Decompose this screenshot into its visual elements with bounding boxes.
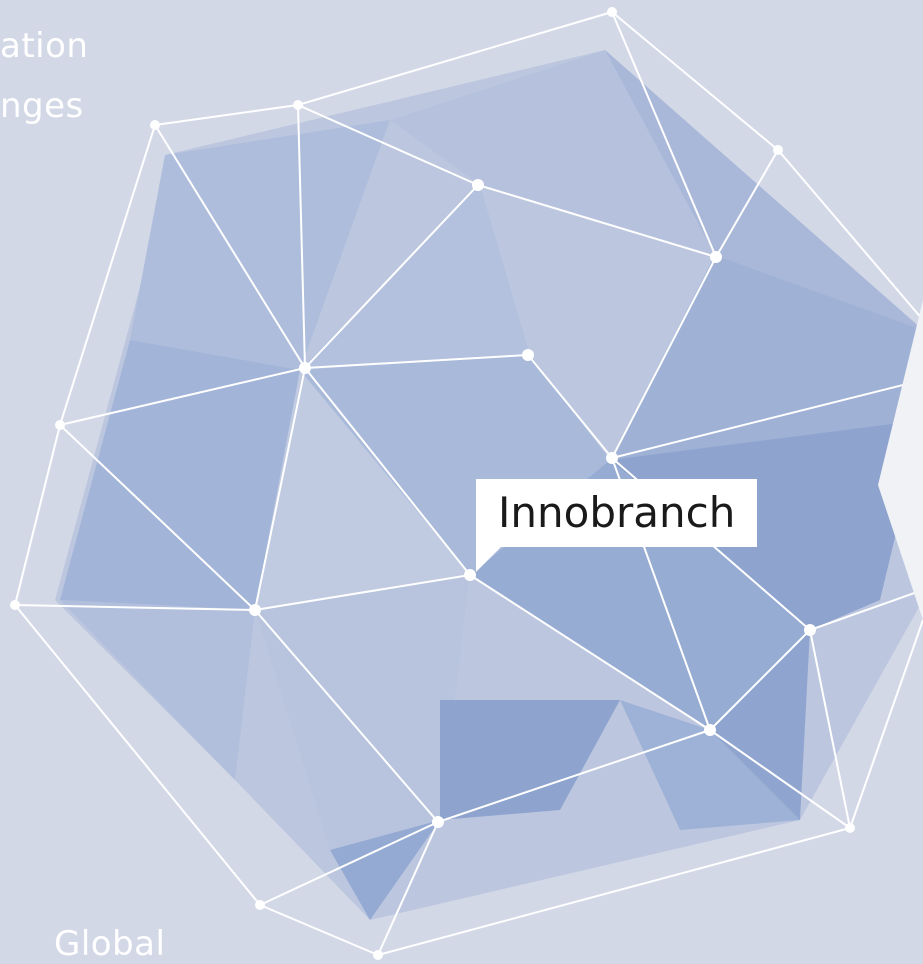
side-text-bottom: Global [54,924,166,964]
facet [330,820,440,920]
facet [440,700,620,820]
facet [390,50,715,255]
label-pointer [476,546,502,572]
facet [255,575,470,850]
facet [605,50,923,330]
side-panel [878,300,923,620]
facet [620,700,800,830]
facet [130,120,390,370]
network-nodes [10,7,855,960]
facet [610,420,923,630]
facet [300,185,530,370]
side-text-line1: ation [0,26,89,66]
facets [55,50,923,920]
innobranch-label[interactable]: Innobranch [476,479,758,547]
side-text-line2: nges [0,86,84,126]
facet [610,255,923,460]
facet [60,340,300,610]
facet [60,600,255,780]
facet [710,630,810,820]
facet [255,370,470,610]
